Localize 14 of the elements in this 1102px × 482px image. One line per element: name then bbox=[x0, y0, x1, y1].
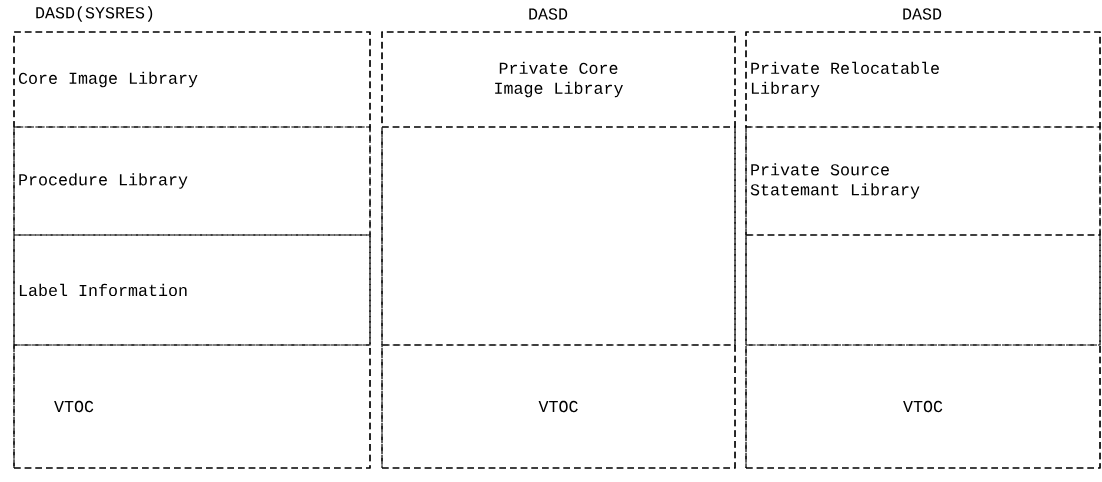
storage-section: VTOC bbox=[381, 344, 736, 469]
storage-section: VTOC bbox=[745, 344, 1101, 469]
empty-section bbox=[745, 234, 1101, 346]
storage-section: Core Image Library bbox=[13, 31, 371, 128]
box-heading: DASD bbox=[529, 8, 568, 20]
storage-section: Label Information bbox=[13, 234, 371, 346]
box-heading: DASD(SYSRES) bbox=[36, 6, 153, 22]
box-heading: DASD bbox=[903, 8, 942, 20]
storage-section: Private Core Image Library bbox=[381, 31, 736, 128]
storage-section: VTOC bbox=[13, 344, 371, 469]
storage-section: Procedure Library bbox=[13, 126, 371, 236]
empty-section bbox=[381, 126, 736, 346]
storage-section: Private Relocatable Library bbox=[745, 31, 1101, 128]
storage-section: Private Source Statemant Library bbox=[745, 126, 1101, 236]
